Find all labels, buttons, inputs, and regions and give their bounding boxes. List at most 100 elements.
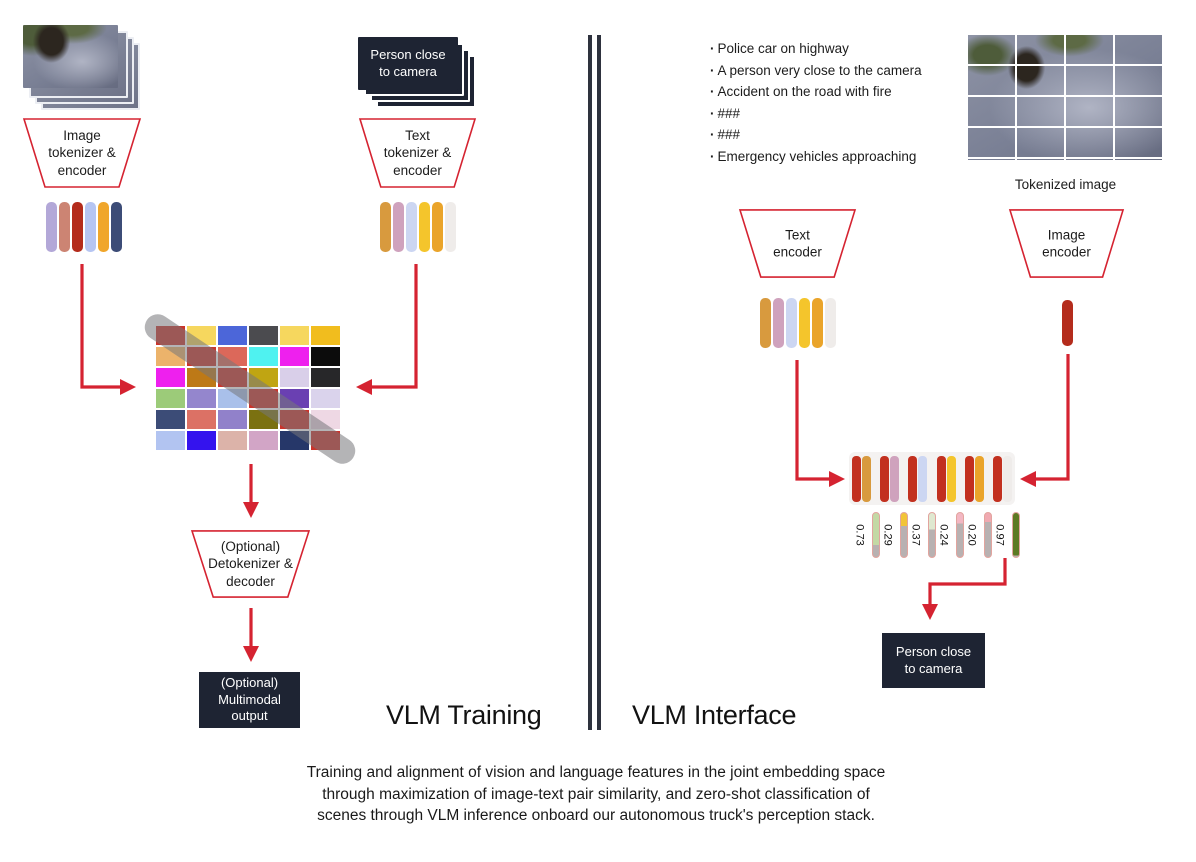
detokenizer-trapezoid: (Optional) Detokenizer & decoder bbox=[190, 530, 311, 598]
matrix-cell bbox=[187, 431, 216, 450]
text-encoder-label: Text encoder bbox=[773, 227, 822, 260]
prompt-text: Police car on highway bbox=[717, 41, 849, 56]
text-token-pill bbox=[974, 455, 984, 502]
prompt-text: A person very close to the camera bbox=[717, 62, 922, 78]
detokenizer-label: (Optional) Detokenizer & decoder bbox=[208, 539, 293, 589]
matrix-cell bbox=[311, 347, 340, 366]
token-pill bbox=[406, 202, 417, 252]
token-pair bbox=[964, 455, 984, 502]
prompt-item: ·### bbox=[710, 106, 922, 121]
inference-text-token-row bbox=[760, 298, 836, 348]
arrow-image-token-to-pairs bbox=[1020, 354, 1070, 487]
matrix-cell bbox=[311, 368, 340, 387]
trapezoid-shape bbox=[1008, 209, 1125, 278]
prompt-text: Emergency vehicles approaching bbox=[717, 148, 917, 164]
token-pill bbox=[760, 298, 771, 348]
label-card-text: Person close to camera bbox=[370, 46, 446, 79]
matrix-cell bbox=[249, 347, 278, 366]
token-pill bbox=[98, 202, 109, 252]
prompt-text: Accident on the road with fire bbox=[717, 84, 892, 99]
token-grid-overlay bbox=[968, 35, 1163, 160]
text-token-row bbox=[380, 202, 456, 252]
text-token-pill bbox=[1002, 455, 1012, 502]
prompt-item: ·Police car on highway bbox=[710, 41, 922, 56]
text-tokenizer-trapezoid: Text tokenizer & encoder bbox=[358, 118, 477, 188]
image-token-pill bbox=[992, 455, 1002, 502]
figure-caption: Training and alignment of vision and lan… bbox=[306, 764, 886, 824]
matrix-cell bbox=[311, 326, 340, 345]
image-encoder-trapezoid: Image encoder bbox=[1008, 209, 1125, 278]
bullet-icon: · bbox=[710, 84, 715, 99]
image-token-pill bbox=[852, 455, 861, 502]
trapezoid-shape bbox=[358, 118, 477, 188]
arrow-detokenizer-to-output bbox=[243, 608, 259, 662]
token-pill bbox=[85, 202, 96, 252]
prompt-item: ·Accident on the road with fire bbox=[710, 84, 922, 99]
image-token-row bbox=[46, 202, 122, 252]
image-token-pill bbox=[908, 455, 918, 502]
result-box: Person close to camera bbox=[882, 633, 985, 688]
similarity-bar-column: 0.37 bbox=[909, 510, 936, 560]
text-label-stack: Person close to camera bbox=[358, 37, 476, 108]
token-pill bbox=[812, 298, 823, 348]
token-pill bbox=[59, 202, 70, 252]
prompt-item: ·### bbox=[710, 127, 922, 142]
matrix-cell bbox=[249, 431, 278, 450]
interface-section-title: VLM Interface bbox=[632, 700, 797, 730]
matrix-cell bbox=[156, 389, 185, 408]
prompt-item: ·A person very close to the camera bbox=[710, 63, 922, 78]
arrow-text-tokens-to-pairs bbox=[795, 360, 845, 487]
matrix-cell bbox=[156, 431, 185, 450]
token-pill bbox=[825, 298, 836, 348]
text-encoder-trapezoid: Text encoder bbox=[738, 209, 857, 278]
image-tokenizer-trapezoid: Image tokenizer & encoder bbox=[22, 118, 142, 188]
similarity-bar-column: 0.73 bbox=[853, 510, 880, 560]
text-token-pill bbox=[862, 455, 871, 502]
similarity-matrix bbox=[156, 326, 340, 450]
camera-frame-stack bbox=[23, 25, 140, 110]
token-pair-panel bbox=[849, 452, 1015, 505]
matrix-cell bbox=[187, 389, 216, 408]
token-pill bbox=[393, 202, 404, 252]
image-token-pill bbox=[964, 455, 974, 502]
similarity-score: 0.97 bbox=[993, 524, 1006, 546]
matrix-cell bbox=[218, 431, 247, 450]
token-pair bbox=[852, 455, 871, 502]
text-tokenizer-label: Text tokenizer & encoder bbox=[383, 128, 452, 178]
token-pair bbox=[908, 455, 928, 502]
matrix-cell bbox=[311, 389, 340, 408]
similarity-bar-column: 0.20 bbox=[965, 510, 992, 560]
matrix-cell bbox=[156, 368, 185, 387]
matrix-cell bbox=[249, 326, 278, 345]
prompt-list: ·Police car on highway·A person very clo… bbox=[710, 41, 922, 164]
training-section-title: VLM Training bbox=[386, 700, 542, 730]
bullet-icon: · bbox=[710, 105, 715, 121]
similarity-bar-column: 0.29 bbox=[881, 510, 908, 560]
image-token-pill bbox=[936, 455, 946, 502]
arrow-score-to-result bbox=[922, 558, 1007, 620]
section-divider bbox=[588, 35, 601, 730]
matrix-cell bbox=[280, 368, 309, 387]
similarity-bar-column: 0.97 bbox=[993, 510, 1020, 560]
similarity-score: 0.73 bbox=[853, 524, 866, 546]
label-card-front: Person close to camera bbox=[358, 37, 458, 90]
text-token-pill bbox=[918, 455, 928, 502]
arrow-image-tokens-to-matrix bbox=[80, 264, 136, 395]
similarity-score: 0.24 bbox=[937, 524, 950, 546]
token-pill bbox=[445, 202, 456, 252]
token-pill bbox=[773, 298, 784, 348]
similarity-bar-column: 0.24 bbox=[937, 510, 964, 560]
token-pill bbox=[432, 202, 443, 252]
token-pill bbox=[72, 202, 83, 252]
trapezoid-shape bbox=[190, 530, 311, 598]
multimodal-output-text: (Optional) Multimodal output bbox=[218, 674, 281, 724]
similarity-score: 0.20 bbox=[965, 524, 978, 546]
text-token-pill bbox=[890, 455, 900, 502]
matrix-cell bbox=[280, 326, 309, 345]
image-token-pill bbox=[880, 455, 890, 502]
trapezoid-shape bbox=[738, 209, 857, 278]
token-pair bbox=[936, 455, 956, 502]
arrow-matrix-to-detokenizer bbox=[243, 464, 259, 518]
bullet-icon: · bbox=[710, 41, 715, 56]
